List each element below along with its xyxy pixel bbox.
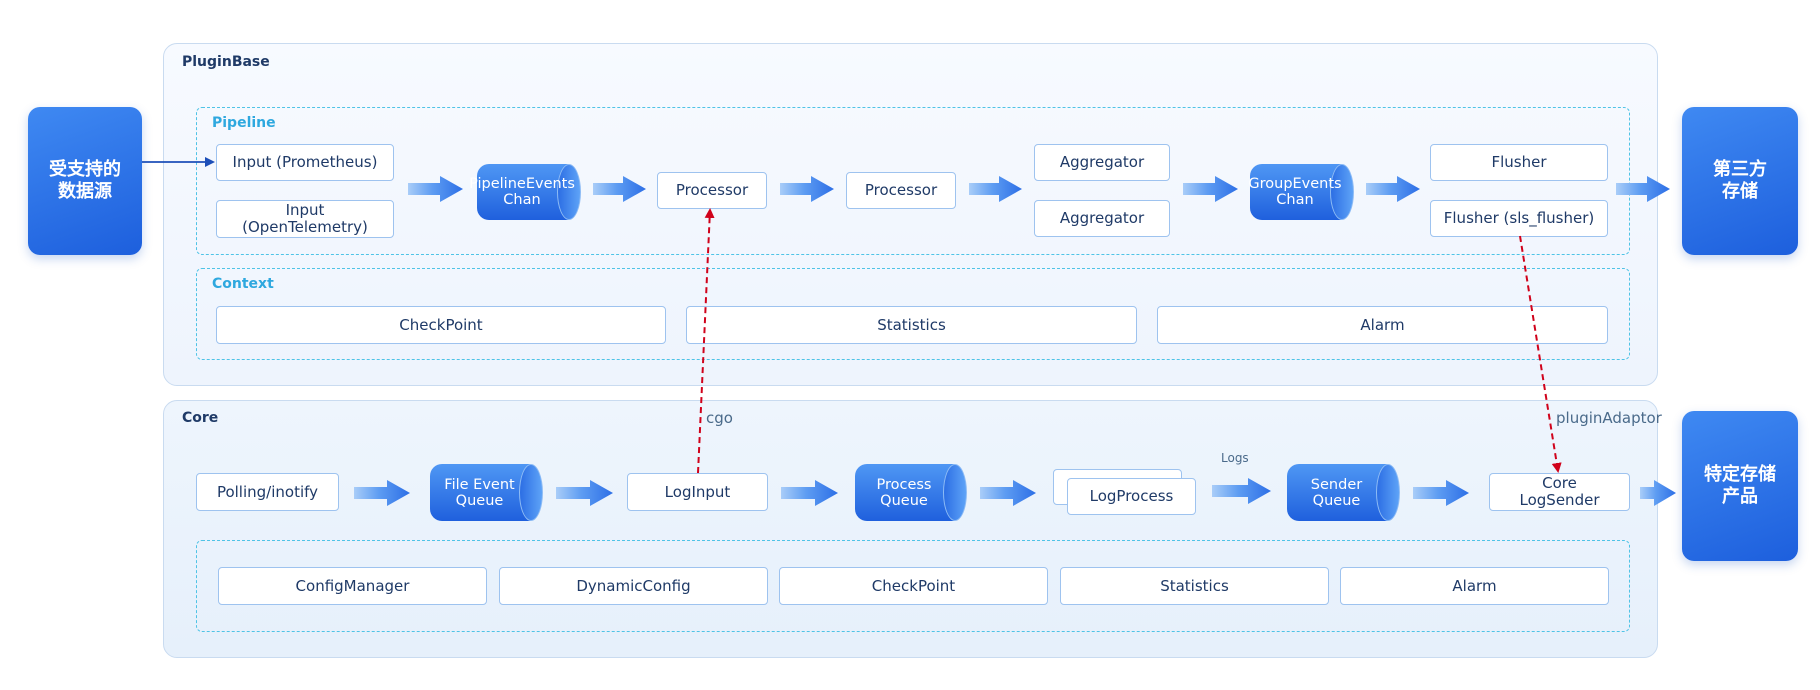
supported-data-sources: 受支持的数据源 [28, 107, 142, 255]
context-checkpoint-box: CheckPoint [216, 306, 666, 344]
arrow-aggregator-to-group-chan [1183, 176, 1238, 202]
cgo-link-line [697, 208, 715, 474]
context-statistics-box: Statistics [686, 306, 1137, 344]
arrow-processor-to-aggregator [969, 176, 1022, 202]
arrow-processor-to-processor [780, 176, 834, 202]
core-checkpoint-box: CheckPoint [779, 567, 1048, 605]
arrow-group-chan-to-flusher [1366, 176, 1420, 202]
third-party-storage: 第三方存储 [1682, 107, 1798, 255]
log-input-box: LogInput [627, 473, 768, 511]
specific-storage-product: 特定存储产品 [1682, 411, 1798, 561]
aggregator-box-1: Aggregator [1034, 144, 1170, 181]
pipeline-box [196, 107, 1630, 255]
plugin-adaptor-label: pluginAdaptor [1556, 409, 1662, 427]
input-opentelemetry-box: Input(OpenTelemetry) [216, 200, 394, 238]
cgo-label: cgo [706, 409, 733, 427]
arrow-inputs-to-pipeline-chan [408, 176, 463, 202]
arrow-polling-to-file-queue [354, 480, 410, 506]
pipeline-title: Pipeline [212, 115, 276, 131]
context-title: Context [212, 276, 274, 292]
plugin-adaptor-link-line [1519, 235, 1562, 473]
arrow-loginput-to-process-queue [781, 480, 838, 506]
pluginbase-title: PluginBase [182, 54, 270, 70]
log-process-box: LogProcess [1067, 478, 1196, 515]
arrow-file-queue-to-loginput [556, 480, 613, 506]
context-alarm-box: Alarm [1157, 306, 1608, 344]
logs-label: Logs [1221, 451, 1249, 465]
dynamic-config-box: DynamicConfig [499, 567, 768, 605]
flusher-box: Flusher [1430, 144, 1608, 181]
core-alarm-box: Alarm [1340, 567, 1609, 605]
core-title: Core [182, 410, 219, 426]
arrow-process-queue-to-logprocess [980, 480, 1036, 506]
arrow-core-sender-to-product [1640, 480, 1676, 506]
core-services-box [196, 540, 1630, 632]
processor-box-1: Processor [657, 172, 767, 209]
arrow-flusher-to-storage [1616, 176, 1670, 202]
processor-box-2: Processor [846, 172, 956, 209]
config-manager-box: ConfigManager [218, 567, 487, 605]
context-box [196, 268, 1630, 360]
polling-inotify-box: Polling/inotify [196, 473, 339, 511]
arrow-logprocess-to-sender-queue [1212, 478, 1271, 504]
aggregator-box-2: Aggregator [1034, 200, 1170, 237]
input-prometheus-box: Input (Prometheus) [216, 144, 394, 181]
arrow-pipeline-chan-to-processor [593, 176, 646, 202]
core-statistics-box: Statistics [1060, 567, 1329, 605]
flusher-sls-box: Flusher (sls_flusher) [1430, 200, 1608, 237]
core-panel [163, 400, 1658, 658]
arrow-sender-queue-to-core-sender [1413, 480, 1469, 506]
